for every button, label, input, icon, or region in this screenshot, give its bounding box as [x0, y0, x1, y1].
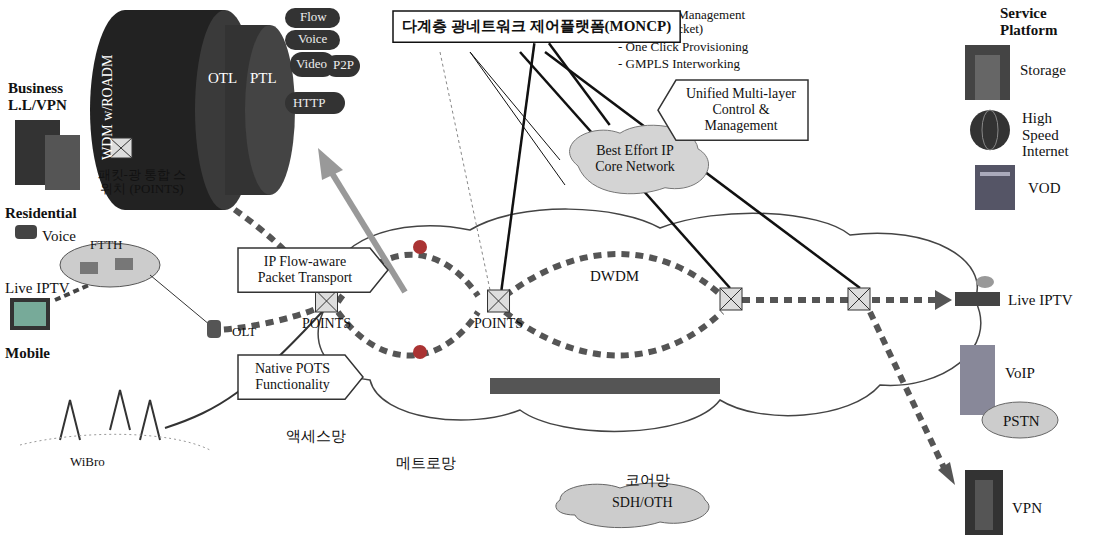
text-label: WDM w/ROADM — [100, 55, 115, 160]
points-switch: POINTS — [472, 290, 525, 334]
text-label: 액세스망 — [286, 428, 346, 445]
text-label: SDH/OTH — [612, 495, 673, 510]
text-label: Video — [296, 57, 327, 71]
switch-cross — [316, 290, 338, 312]
node-text: Unified Multi-layer Control & Management — [682, 86, 800, 134]
text-label: Flow — [300, 10, 327, 24]
text-label: Voice — [42, 228, 76, 245]
text-label: 패킷-광 통합 스위치 (POINTS) — [92, 168, 192, 197]
text-label: Residential — [5, 205, 77, 222]
text-label: DWDM — [590, 268, 639, 285]
flow-arrow-box: IP Flow-aware Packet Transport — [238, 248, 388, 292]
switch-icon — [488, 290, 510, 312]
text-label: PTL — [250, 70, 277, 87]
text-label: Storage — [1020, 62, 1066, 79]
box-outline — [393, 11, 680, 42]
text-label: Live IPTV — [5, 280, 70, 297]
node-text: POINTS — [474, 316, 523, 332]
switch-icon — [316, 290, 338, 312]
pots-arrow-box: Native POTS Functionality — [238, 355, 363, 399]
text-label: WiBro — [70, 455, 105, 469]
text-label: P2P — [333, 58, 354, 72]
text-label: VPN — [1012, 500, 1042, 517]
control-link — [501, 43, 534, 290]
text-label: Service Platform — [1000, 5, 1080, 38]
text-label: OLT — [232, 325, 256, 339]
text-label: OTL — [208, 70, 237, 87]
control-link — [549, 43, 610, 125]
node-text: 다계층 광네트워크 제어플랫폼(MONCP) — [402, 18, 671, 35]
text-label: High Speed Internet — [1022, 110, 1092, 160]
node-text: POINTS — [302, 316, 351, 332]
text-label: 메트로망 — [396, 455, 456, 472]
arrow-outline — [658, 80, 808, 140]
text-label: FTTH — [90, 238, 123, 252]
switch-cross — [488, 290, 510, 312]
node-text: Best Effort IP Core Network — [582, 143, 688, 175]
control-platform-box: 다계층 광네트워크 제어플랫폼(MONCP) — [392, 10, 681, 43]
points-switch: POINTS — [300, 290, 353, 334]
node-text: IP Flow-aware Packet Transport — [246, 254, 364, 286]
text-label: Mobile — [5, 345, 50, 362]
text-label: PSTN — [1003, 413, 1040, 430]
arrow-outline — [238, 248, 388, 292]
text-label: VOD — [1028, 180, 1061, 197]
text-label: Business L.L/VPN — [8, 80, 78, 113]
control-arrow-box: Unified Multi-layer Control & Management — [658, 80, 808, 140]
text-label: Live IPTV — [1008, 292, 1073, 309]
text-label: Voice — [298, 32, 327, 46]
text-label: 코어망 — [625, 472, 670, 489]
text-label: VoIP — [1005, 365, 1035, 382]
text-label: - GMPLS Interworking — [618, 57, 740, 71]
arrow-outline — [238, 355, 363, 399]
node-text: Native POTS Functionality — [246, 361, 339, 393]
text-label: HTTP — [293, 96, 326, 110]
